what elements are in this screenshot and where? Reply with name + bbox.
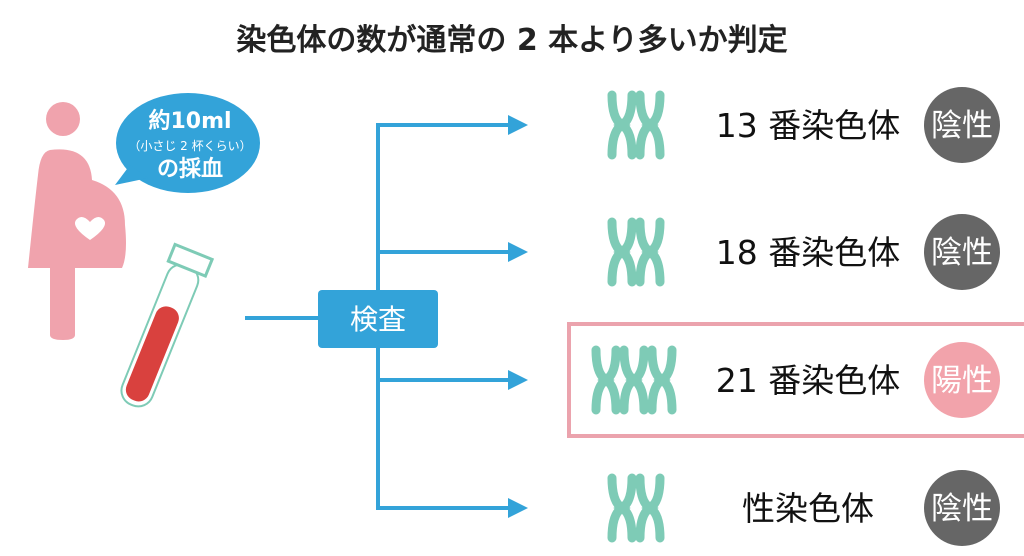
chromosome-icon — [591, 345, 677, 415]
chromosome-icon — [607, 217, 665, 287]
result-text: 陽性 — [931, 363, 993, 399]
heart-icon — [74, 216, 106, 240]
result-row: 21 番染色体陽性 — [591, 342, 1000, 418]
chromosome-label: 性染色体 — [742, 489, 874, 528]
result-badge — [924, 342, 1000, 418]
bubble-note: （小さじ 2 杯くらい） — [128, 139, 251, 153]
connector-lines — [245, 123, 515, 510]
arrowheads — [508, 115, 528, 518]
bubble-volume: 約10ml — [148, 108, 231, 134]
chromosome-label: 13 番染色体 — [716, 106, 900, 145]
pregnant-woman-icon — [28, 102, 126, 340]
chromosome-icon — [607, 473, 665, 543]
highlight-box — [567, 322, 1024, 438]
bubble-blood-draw: の採血 — [157, 156, 223, 182]
chromosome-label: 21 番染色体 — [716, 361, 900, 400]
diagram-title: 染色体の数が通常の 2 本より多いか判定 — [236, 23, 787, 58]
speech-bubble: 約10ml （小さじ 2 杯くらい） の採血 — [115, 93, 260, 193]
blood-tube-icon — [120, 242, 215, 408]
result-row: 13 番染色体陰性 — [607, 87, 1000, 163]
result-badge — [924, 470, 1000, 546]
chromosome-icon — [607, 90, 665, 160]
exam-label: 検査 — [350, 303, 406, 336]
result-badge — [924, 214, 1000, 290]
result-badge — [924, 87, 1000, 163]
exam-box: 検査 — [318, 290, 438, 348]
result-text: 陰性 — [931, 491, 993, 527]
result-row: 18 番染色体陰性 — [607, 214, 1000, 290]
result-text: 陰性 — [931, 235, 993, 271]
chromosome-label: 18 番染色体 — [716, 233, 900, 272]
result-row: 性染色体 陰性 — [607, 470, 1000, 546]
result-text: 陰性 — [931, 108, 993, 144]
